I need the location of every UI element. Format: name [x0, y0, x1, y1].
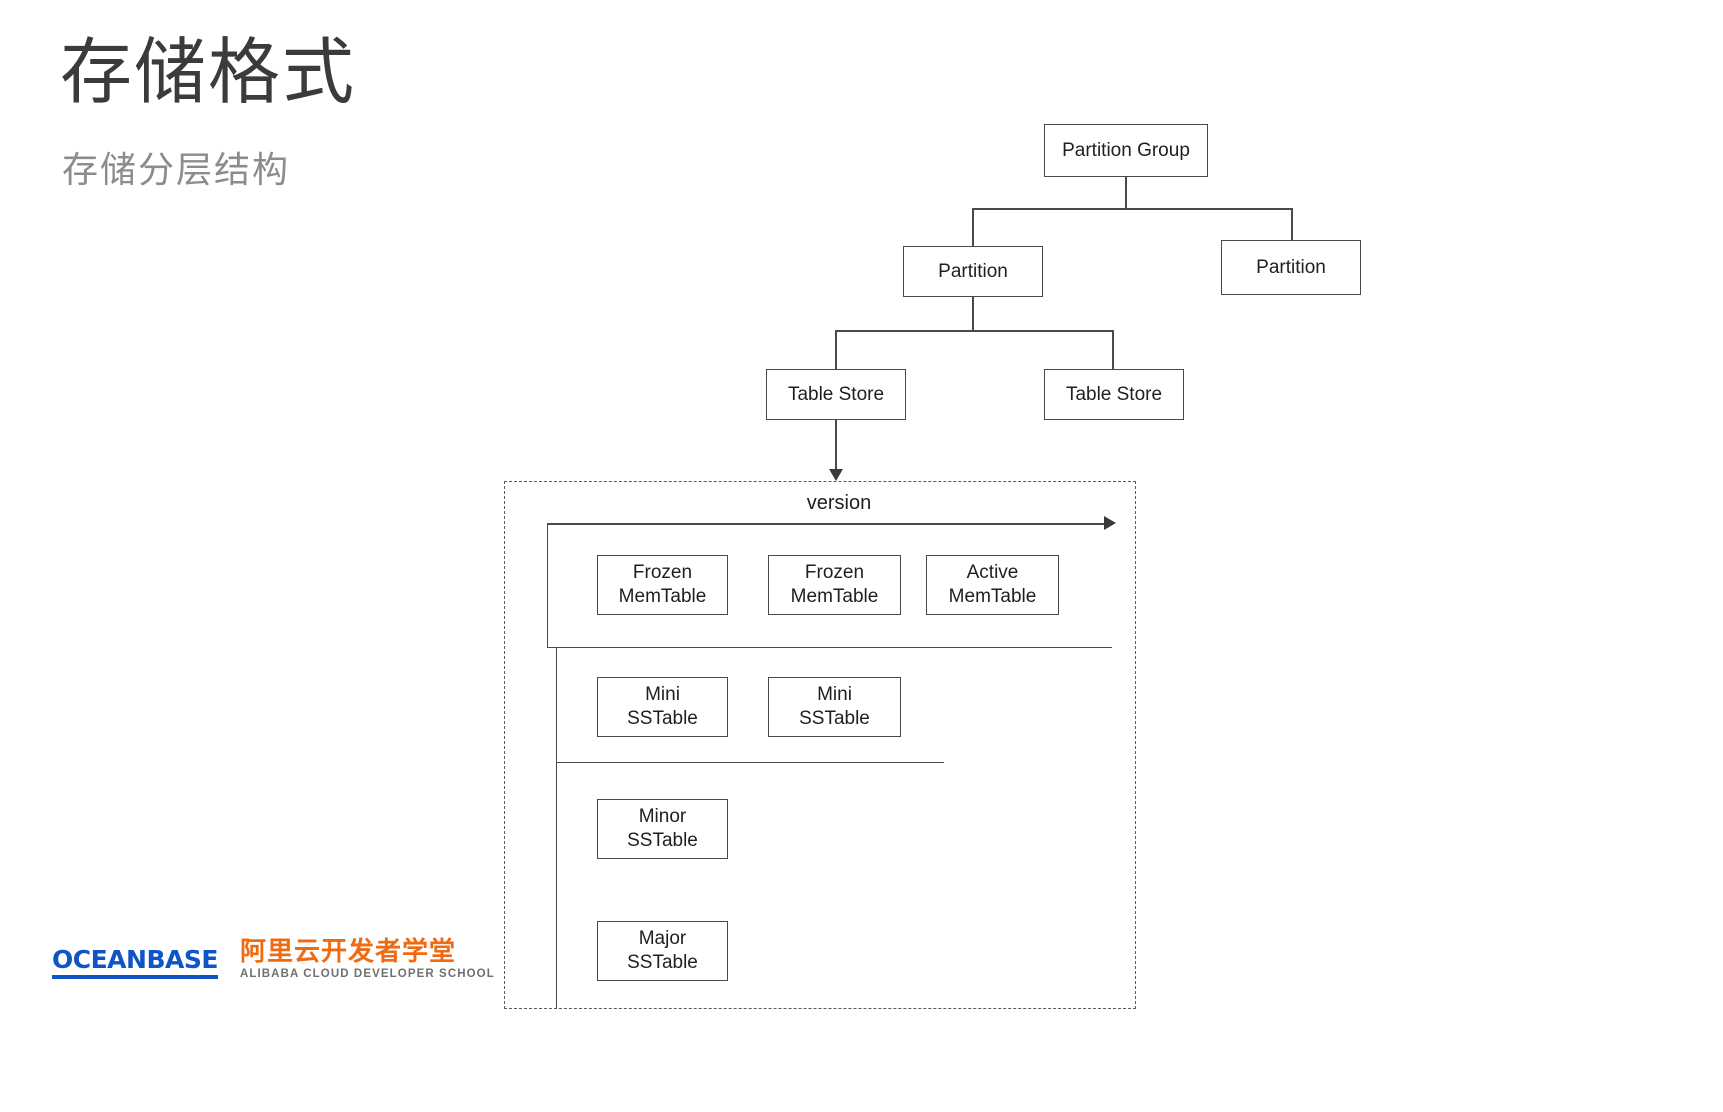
- arrow-down-icon-version: [829, 469, 843, 481]
- node-table-store-left[interactable]: Table Store: [766, 369, 906, 420]
- connector-partition-to-ts-right: [1112, 330, 1114, 369]
- connector-partition-to-ts-left: [835, 330, 837, 369]
- arrow-right-icon-version-timeline: [1104, 516, 1116, 530]
- node-major-sstable[interactable]: Major SSTable: [597, 921, 728, 981]
- bracket-memtable-group: [547, 523, 1112, 648]
- version-label: version: [806, 492, 872, 514]
- bracket-mini-sstable-group: [556, 648, 944, 763]
- page-title: 存储格式: [60, 33, 357, 113]
- aliyun-developer-school-logo: 阿里云开发者学堂 ALIBABA CLOUD DEVELOPER SCHOOL: [240, 938, 495, 981]
- node-partition-left[interactable]: Partition: [903, 246, 1043, 297]
- connector-pg-to-partition-right: [1291, 208, 1293, 240]
- node-frozen-memtable-2[interactable]: Frozen MemTable: [768, 555, 901, 615]
- node-mini-sstable-1[interactable]: Mini SSTable: [597, 677, 728, 737]
- oceanbase-logo-text: OCEANBASE: [52, 944, 218, 974]
- bracket-minor-major-group: [556, 763, 944, 1009]
- oceanbase-logo-underline: [52, 974, 218, 979]
- aliyun-logo-cn-text: 阿里云开发者学堂: [239, 936, 456, 966]
- connector-ts-to-version: [835, 420, 837, 470]
- connector-partition-bus: [835, 330, 1113, 332]
- version-container: [504, 481, 1136, 1009]
- node-active-memtable[interactable]: Active MemTable: [926, 555, 1059, 615]
- connector-pg-down: [1125, 177, 1127, 209]
- footer-logos: OCEANBASE 阿里云开发者学堂 ALIBABA CLOUD DEVELOP…: [52, 938, 495, 981]
- node-minor-sstable[interactable]: Minor SSTable: [597, 799, 728, 859]
- node-table-store-right[interactable]: Table Store: [1044, 369, 1184, 420]
- oceanbase-logo: OCEANBASE: [52, 944, 218, 979]
- aliyun-logo-en-text: ALIBABA CLOUD DEVELOPER SCHOOL: [239, 968, 495, 980]
- node-partition-right[interactable]: Partition: [1221, 240, 1361, 295]
- connector-pg-to-partition-left: [972, 208, 974, 246]
- node-mini-sstable-2[interactable]: Mini SSTable: [768, 677, 901, 737]
- connector-pg-bus: [972, 208, 1292, 210]
- page-subtitle: 存储分层结构: [62, 149, 291, 190]
- connector-partition-down: [972, 297, 974, 331]
- connector-version-timeline: [547, 523, 1112, 525]
- node-frozen-memtable-1[interactable]: Frozen MemTable: [597, 555, 728, 615]
- node-partition-group[interactable]: Partition Group: [1044, 124, 1208, 177]
